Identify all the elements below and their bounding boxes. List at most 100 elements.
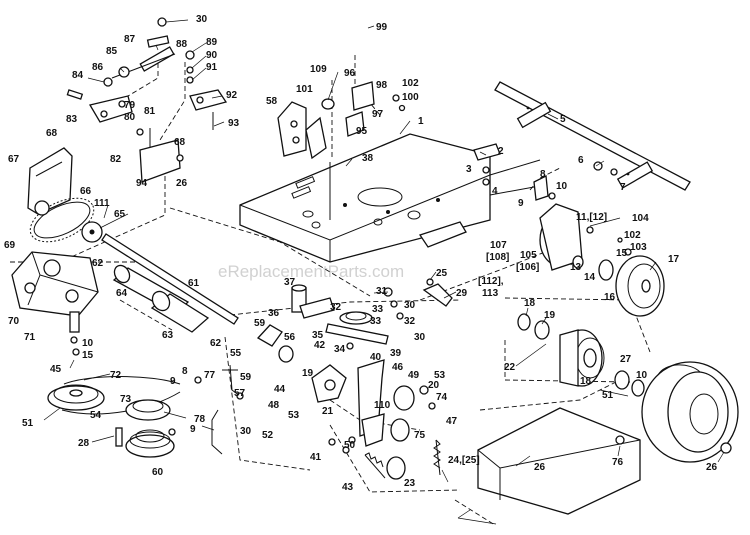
callout: 67 xyxy=(8,154,20,165)
callout: 32 xyxy=(330,302,342,313)
callout: 26 xyxy=(534,462,546,473)
callout: 95 xyxy=(356,126,368,137)
callout: 19 xyxy=(302,368,314,379)
callout: 9 xyxy=(190,424,196,435)
callout: 110 xyxy=(374,400,391,411)
callout: 57 xyxy=(234,388,246,399)
callout: 33 xyxy=(372,304,384,315)
callout: 23 xyxy=(404,478,416,489)
callout: 91 xyxy=(206,62,218,73)
callout: 78 xyxy=(194,414,206,425)
callout: 107 xyxy=(490,240,507,251)
callout: 88 xyxy=(176,39,188,50)
callout: 45 xyxy=(50,364,62,375)
callout: 39 xyxy=(390,348,402,359)
callout: 19 xyxy=(544,310,556,321)
callout: 113 xyxy=(482,288,499,299)
callout: 80 xyxy=(124,112,136,123)
callout: 77 xyxy=(204,370,216,381)
callout: 35 xyxy=(312,330,324,341)
tire xyxy=(641,361,739,463)
callout: 71 xyxy=(24,332,36,343)
callout: 8 xyxy=(540,169,546,180)
callout: 52 xyxy=(262,430,274,441)
callout: 59 xyxy=(240,372,252,383)
callout: 10 xyxy=(636,370,648,381)
callout: 99 xyxy=(376,22,388,33)
callout: 89 xyxy=(206,37,218,48)
callout: 6 xyxy=(578,155,584,166)
callout: 13 xyxy=(570,262,582,273)
callout: 10 xyxy=(82,338,94,349)
callout: 21 xyxy=(322,406,334,417)
callout: 26 xyxy=(706,462,718,473)
callout: 24,[25] xyxy=(448,455,480,466)
callout: 64 xyxy=(116,288,128,299)
callout: 11,[12] xyxy=(576,212,607,223)
callout: 27 xyxy=(620,354,632,365)
axle-bar xyxy=(494,81,691,191)
callout: 20 xyxy=(428,380,440,391)
callout: 82 xyxy=(110,154,122,165)
callout: 42 xyxy=(314,340,326,351)
callout: 28 xyxy=(78,438,90,449)
callout: 93 xyxy=(228,118,240,129)
callout: 103 xyxy=(630,242,647,253)
callout: 41 xyxy=(310,452,322,463)
callout: 70 xyxy=(8,316,20,327)
callout: 30 xyxy=(404,300,416,311)
callout: 30 xyxy=(196,14,208,25)
callout: 50 xyxy=(344,440,356,451)
callout: 15 xyxy=(616,248,628,259)
callout: 8 xyxy=(182,366,188,377)
callout: 104 xyxy=(632,213,649,224)
callout: 68 xyxy=(174,137,186,148)
callout: 51 xyxy=(602,390,614,401)
callout: 74 xyxy=(436,392,448,403)
wheel-rim xyxy=(517,313,645,397)
callout: 9 xyxy=(170,376,176,387)
callout: 48 xyxy=(268,400,280,411)
watermark: eReplacementParts.com xyxy=(218,262,404,281)
drive-shafts xyxy=(101,233,239,333)
callout: 66 xyxy=(80,186,92,197)
callout: 33 xyxy=(370,316,382,327)
callout: 17 xyxy=(668,254,680,265)
callout: 54 xyxy=(90,410,102,421)
callout: 9 xyxy=(518,198,524,209)
callout: 81 xyxy=(144,106,156,117)
chain-cover xyxy=(27,147,73,215)
callout: 10 xyxy=(556,181,568,192)
callout: 96 xyxy=(344,68,356,79)
callout: 105 xyxy=(520,250,537,261)
callout: 3 xyxy=(466,164,472,175)
callout: 18 xyxy=(524,298,536,309)
callout: 83 xyxy=(66,114,78,125)
callout: 61 xyxy=(188,278,200,289)
callout: 30 xyxy=(414,332,426,343)
callout: 53 xyxy=(288,410,300,421)
callout: 22 xyxy=(504,362,516,373)
callout: 51 xyxy=(22,418,34,429)
callout: 43 xyxy=(342,482,354,493)
callout: 5 xyxy=(560,114,566,125)
callout: 37 xyxy=(284,277,296,288)
callout: 47 xyxy=(446,416,458,427)
callout: 63 xyxy=(162,330,174,341)
callout: 62 xyxy=(210,338,222,349)
callout: 15 xyxy=(82,350,94,361)
callout: 72 xyxy=(110,370,122,381)
callout: 100 xyxy=(402,92,419,103)
callout: 40 xyxy=(370,352,382,363)
callout: [112], xyxy=(478,276,504,287)
callout: 55 xyxy=(230,348,242,359)
callout-labels: 30 87 88 89 90 91 85 86 84 79 81 92 83 8… xyxy=(4,14,718,493)
callout: 30 xyxy=(240,426,252,437)
callout: 14 xyxy=(584,272,596,283)
callout: 18 xyxy=(580,376,592,387)
callout: 85 xyxy=(106,46,118,57)
callout: 2 xyxy=(498,146,504,157)
callout: 75 xyxy=(414,430,426,441)
callout: 111 xyxy=(94,198,110,209)
